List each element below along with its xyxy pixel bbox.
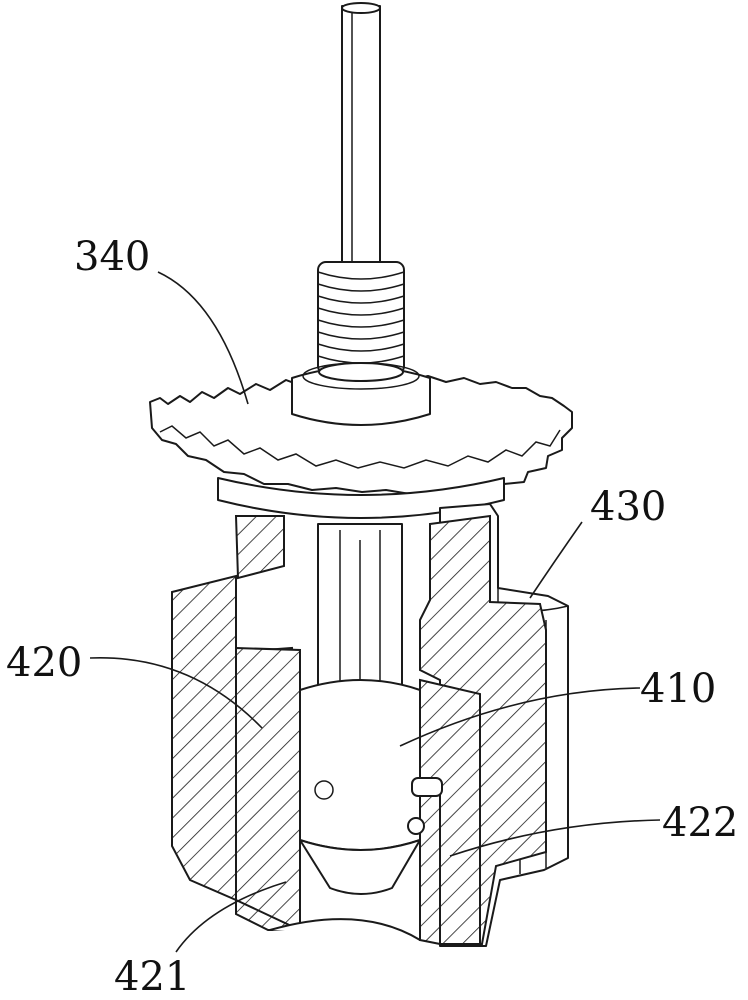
- label-420: 420: [6, 640, 82, 686]
- pin: [407, 777, 443, 835]
- collar: [217, 477, 505, 519]
- leader-lines: [89, 271, 661, 953]
- spring: [317, 261, 405, 375]
- label-421: 421: [114, 954, 190, 1000]
- label-422: 422: [662, 800, 738, 846]
- spindle: [269, 523, 421, 941]
- label-430: 430: [590, 484, 666, 530]
- gear: [149, 362, 573, 495]
- label-410: 410: [640, 666, 716, 712]
- shaft: [341, 2, 381, 269]
- label-340: 340: [74, 234, 150, 280]
